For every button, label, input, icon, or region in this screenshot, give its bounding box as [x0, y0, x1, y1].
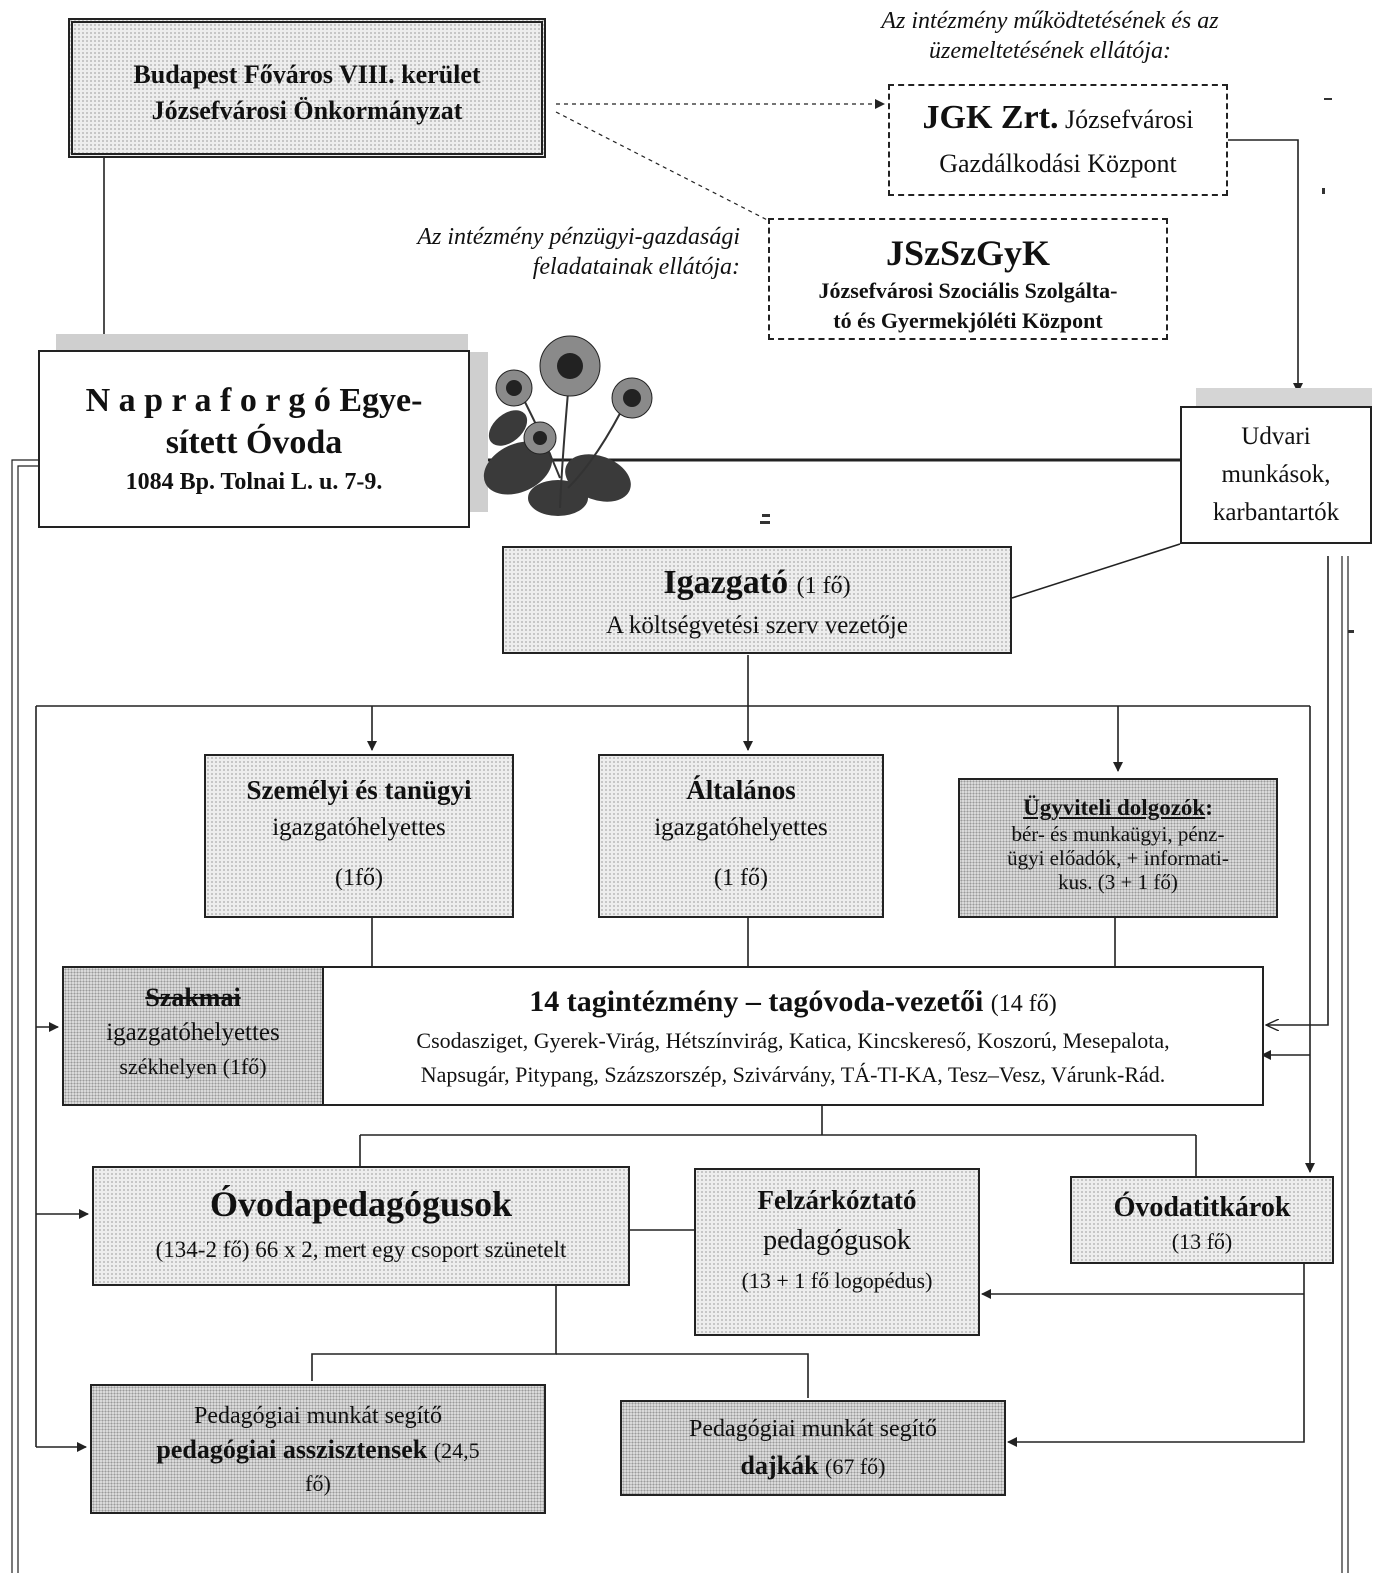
asszisztensek-box: Pedagógiai munkát segítő pedagógiai assz… — [90, 1384, 546, 1514]
ugyviteli-box: Ügyviteli dolgozók: bér- és munkaügyi, p… — [958, 778, 1278, 918]
jgk-box: JGK Zrt. Józsefvárosi Gazdálkodási Közpo… — [888, 84, 1228, 196]
felzarkoztato-title: Felzárkóztató — [757, 1185, 917, 1215]
altalanos-count: (1 fő) — [714, 865, 768, 891]
finance-heading: Az intézmény pénzügyi-gazdasági feladata… — [340, 222, 740, 282]
napraforgo-line2: sített Óvoda — [165, 424, 343, 461]
jgk-name: JGK Zrt. — [922, 99, 1059, 136]
altalanos-sub: igazgatóhelyettes — [654, 814, 828, 841]
dajkak-box: Pedagógiai munkát segítő dajkák (67 fő) — [620, 1400, 1006, 1496]
udvari-line1: Udvari — [1241, 423, 1311, 450]
tagintezmeny-box: 14 tagintézmény – tagóvoda-vezetői (14 f… — [322, 966, 1264, 1106]
napraforgo-box: N a p r a f o r g ó Egye- sített Óvoda 1… — [38, 350, 470, 528]
sunflower-icon — [483, 335, 653, 516]
udvari-line3: karbantartók — [1212, 499, 1340, 526]
udvari-box: Udvari munkások, karbantartók — [1180, 406, 1372, 544]
jgk-rest: Józsefvárosi — [1064, 105, 1194, 134]
asszisztensek-line1: Pedagógiai munkát segítő — [194, 1403, 442, 1429]
szakmai-sub: igazgatóhelyettes — [106, 1019, 280, 1046]
tagintezmeny-count: (14 fő) — [990, 991, 1057, 1017]
szakmai-count: székhelyen (1fő) — [119, 1054, 267, 1079]
ovodapedagogusok-box: Óvodapedagógusok (134-2 fő) 66 x 2, mert… — [92, 1166, 630, 1286]
altalanos-box: Általános igazgatóhelyettes (1 fő) — [598, 754, 884, 918]
dajkak-line1: Pedagógiai munkát segítő — [689, 1416, 937, 1442]
napraforgo-line1: N a p r a f o r g ó Egye- — [85, 382, 423, 419]
ovodatitkarok-count: (13 fő) — [1171, 1229, 1233, 1254]
ovodapedagogusok-title: Óvodapedagógusok — [209, 1184, 513, 1224]
szemelyi-title: Személyi és tanügyi — [246, 775, 472, 805]
dajkak-count: (67 fő) — [825, 1454, 886, 1479]
owner-box: Budapest Főváros VIII. kerület Józsefvár… — [68, 18, 546, 158]
ugyviteli-line3: kus. (3 + 1 fő) — [1058, 870, 1178, 894]
ovodatitkarok-box: Óvodatitkárok (13 fő) — [1070, 1176, 1334, 1264]
jszszgyk-line2: tó és Gyermekjóléti Központ — [833, 308, 1103, 333]
asszisztensek-count-b: fő) — [305, 1471, 331, 1496]
felzarkoztato-count: (13 + 1 fő logopédus) — [741, 1268, 933, 1293]
felzarkoztato-box: Felzárkóztató pedagógusok (13 + 1 fő log… — [694, 1168, 980, 1336]
napraforgo-address: 1084 Bp. Tolnai L. u. 7-9. — [125, 469, 383, 495]
maintainer-heading: Az intézmény működtetésének és az üzemel… — [840, 6, 1260, 66]
szakmai-box: Szakmai igazgatóhelyettes székhelyen (1f… — [62, 966, 324, 1106]
tagintezmeny-line1: Csodasziget, Gyerek-Virág, Hétszínvirág,… — [416, 1028, 1170, 1053]
tagintezmeny-title: 14 tagintézmény – tagóvoda-vezetői — [529, 985, 984, 1018]
owner-line1: Budapest Főváros VIII. kerület — [133, 60, 481, 89]
dajkak-title: dajkák — [740, 1451, 819, 1480]
igazgato-box: Igazgató (1 fő) A költségvetési szerv ve… — [502, 546, 1012, 654]
szemelyi-count: (1fő) — [335, 865, 383, 891]
igazgato-desc: A költségvetési szerv vezetője — [606, 612, 908, 639]
jszszgyk-box: JSzSzGyK Józsefvárosi Szociális Szolgált… — [768, 218, 1168, 340]
altalanos-title: Általános — [686, 775, 796, 805]
szemelyi-box: Személyi és tanügyi igazgatóhelyettes (1… — [204, 754, 514, 918]
jgk-line2: Gazdálkodási Központ — [939, 149, 1177, 178]
asszisztensek-title: pedagógiai asszisztensek — [156, 1435, 428, 1464]
jgk-line1: JGK Zrt. Józsefvárosi — [890, 96, 1226, 142]
jszszgyk-title: JSzSzGyK — [885, 233, 1050, 273]
ugyviteli-heading: Ügyviteli dolgozók: — [960, 794, 1276, 822]
ugyviteli-line2: ügyi előadók, + informati- — [1007, 846, 1229, 870]
maintainer-heading-text: Az intézmény működtetésének és az üzemel… — [881, 8, 1219, 64]
felzarkoztato-sub: pedagógusok — [763, 1225, 911, 1256]
szemelyi-sub: igazgatóhelyettes — [272, 814, 446, 841]
igazgato-title: Igazgató — [663, 564, 789, 601]
ugyviteli-line1: bér- és munkaügyi, pénz- — [1011, 822, 1225, 846]
udvari-line2: munkások, — [1221, 461, 1331, 488]
tagintezmeny-heading: 14 tagintézmény – tagóvoda-vezetői (14 f… — [324, 982, 1262, 1024]
finance-heading-text: Az intézmény pénzügyi-gazdasági feladata… — [417, 224, 740, 280]
asszisztensek-count-a: (24,5 — [433, 1438, 480, 1463]
szakmai-title: Szakmai — [145, 983, 241, 1012]
ugyviteli-colon: : — [1205, 795, 1213, 820]
ovodapedagogusok-count: (134-2 fő) 66 x 2, mert egy csoport szün… — [155, 1237, 567, 1262]
jszszgyk-line1: Józsefvárosi Szociális Szolgálta- — [818, 278, 1118, 303]
igazgato-line1: Igazgató (1 fő) — [504, 560, 1010, 609]
ugyviteli-title: Ügyviteli dolgozók — [1023, 795, 1206, 820]
dajkak-line2: dajkák (67 fő) — [622, 1446, 1004, 1487]
ovodatitkarok-title: Óvodatitkárok — [1113, 1192, 1291, 1223]
asszisztensek-line2: pedagógiai asszisztensek (24,5 — [92, 1432, 544, 1469]
igazgato-count: (1 fő) — [796, 573, 851, 599]
tagintezmeny-line2: Napsugár, Pitypang, Százszorszép, Szivár… — [420, 1062, 1166, 1087]
owner-line2: Józsefvárosi Önkormányzat — [151, 96, 463, 125]
